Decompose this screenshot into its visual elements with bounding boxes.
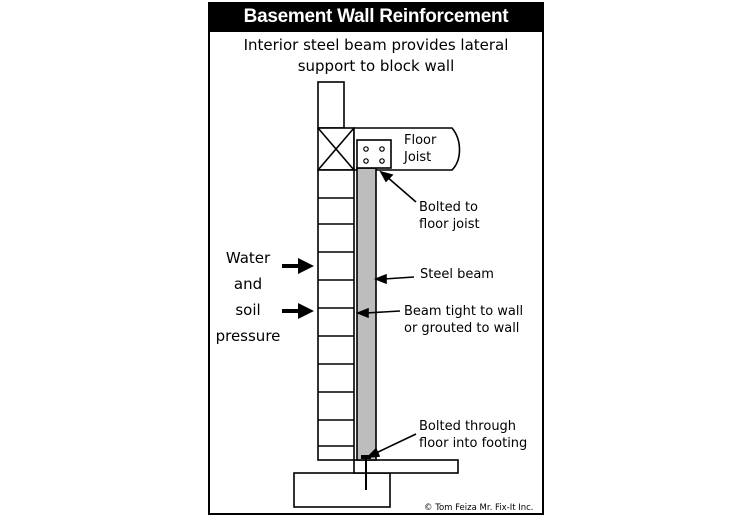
label-pressure-line-4: pressure	[215, 327, 281, 345]
label-bolted-joist-line-2: floor joist	[419, 217, 480, 232]
block-courses	[318, 197, 354, 447]
label-floor-joist-line-1: Floor	[404, 133, 437, 148]
subtitle-line-1: Interior steel beam provides lateral	[243, 36, 509, 54]
label-pressure: Water and soil pressure	[208, 245, 288, 349]
sill-plate-cross-b	[317, 127, 355, 171]
label-bolted-joist-line-1: Bolted to	[419, 200, 479, 215]
subtitle-line-2: support to block wall	[297, 57, 455, 75]
label-bolted-footing-line-2: floor into footing	[419, 436, 528, 451]
label-bolted-joist: Bolted to floor joist	[419, 199, 480, 233]
leader-beam-tight	[355, 307, 401, 319]
block-wall	[317, 169, 355, 461]
label-bolted-footing-line-1: Bolted through	[419, 419, 517, 434]
bracket-plate	[356, 139, 392, 169]
leader-bolted-joist	[379, 170, 417, 203]
label-beam-tight: Beam tight to wall or grouted to wall	[404, 303, 523, 337]
footing-bolt-head	[361, 455, 371, 459]
pressure-arrow-upper	[282, 258, 314, 274]
bracket-bolts	[363, 146, 385, 164]
label-pressure-line-3: soil	[235, 301, 261, 319]
leader-bolted-footing	[365, 433, 417, 458]
floor-slab	[353, 459, 459, 474]
copyright-credit: © Tom Feiza Mr. Fix-It Inc.	[424, 503, 534, 513]
diagram-title: Basement Wall Reinforcement	[208, 2, 544, 32]
label-beam-tight-line-2: or grouted to wall	[404, 321, 520, 336]
leader-steel-beam	[373, 273, 415, 285]
pressure-arrow-lower	[282, 303, 314, 319]
upper-wall-stud	[317, 81, 345, 129]
label-floor-joist-line-2: Joist	[404, 150, 432, 165]
label-beam-tight-line-1: Beam tight to wall	[404, 304, 524, 319]
label-pressure-line-1: Water	[225, 249, 271, 267]
label-pressure-line-2: and	[233, 275, 263, 293]
label-steel-beam: Steel beam	[420, 267, 494, 282]
footing	[293, 472, 391, 508]
diagram-subtitle: Interior steel beam provides lateral sup…	[210, 35, 542, 77]
label-floor-joist: Floor Joist	[404, 132, 436, 166]
label-bolted-footing: Bolted through floor into footing	[419, 418, 527, 452]
